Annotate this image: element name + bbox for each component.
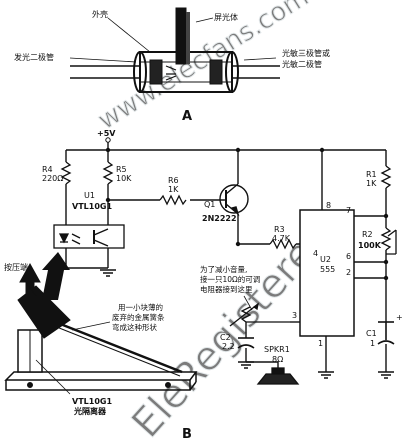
r1-zigzag [380,165,392,189]
u2-pin-8: 8 [326,201,331,210]
housing-right-end [225,51,239,93]
u2-pin-1: 1 [318,339,323,348]
u2-ref: U2 [320,255,331,264]
press-arrow [19,262,41,295]
r3-value: 4.7K [272,234,291,243]
base-board [4,371,198,381]
c1-polarity: + [396,313,403,322]
r6-value: 1K [168,185,179,194]
r6-zigzag [159,194,187,206]
note-volume: 为了减小音量, 接一只10Ω的可调 电阻器接到这里 [200,264,263,294]
r6-ref: R6 [168,176,179,185]
junction-dots [105,147,389,281]
shield-vane [175,7,187,65]
c2-value: 2.2 [222,342,235,351]
component-labels: R4 220Ω R5 10K R6 1K Q1 2N2222 U1 VTL10G… [42,165,382,364]
r5-zigzag [102,161,114,185]
led-element [149,59,163,85]
u2-pin-3: 3 [292,311,297,320]
note-spring: 用一小块薄的 废弃的金属簧条 弯成这种形状 [112,302,167,332]
c2-ref: C2 [220,333,231,342]
r2-zigzag [380,227,392,251]
c1-value: 1 [370,339,375,348]
housing-left-end [133,51,147,93]
supply-label: +5V [97,129,116,138]
part-a-optocoupler-sketch [69,7,280,93]
r1-ref: R1 [366,170,377,179]
figure-letter-a: A [182,109,192,124]
q1-transistor [219,183,249,217]
label-isolator: VTL10G1 光隔离器 [72,397,115,416]
r5-value: 10K [116,174,132,183]
r3-ref: R3 [274,225,285,234]
q1-value: 2N2222 [202,214,237,223]
c2-capacitor [237,337,255,349]
u1-optocoupler-symbol [53,224,125,249]
r4-value: 220Ω [42,174,63,183]
u1-value: VTL10G1 [72,202,112,211]
r4-zigzag [60,161,72,185]
r5-ref: R5 [116,165,127,174]
u2-pin-6: 6 [346,252,351,261]
label-shield: 屏光体 [214,12,238,22]
label-outer-shell: 外壳 [92,9,108,19]
c1-ref: C1 [366,329,377,338]
r2-wiper-arrow [386,229,397,255]
label-press-end: 按压端 [4,262,28,272]
r1-value: 1K [366,179,377,188]
r4-ref: R4 [42,165,53,174]
u2-timer-body [299,209,355,337]
u2-pin-4: 4 [313,249,318,258]
u2-pin-numbers: 8 7 6 2 4 3 1 [292,201,351,348]
u1-ref: U1 [84,191,95,200]
r3-zigzag [269,238,297,250]
pointer-arrow [42,252,70,300]
resistors [60,161,397,255]
light-rays [165,65,177,81]
q1-ref: Q1 [204,200,215,209]
supply-terminal [105,137,111,143]
u2-pin-7: 7 [346,206,351,215]
spkr1-speaker [256,367,300,385]
figure-letter-b: B [182,427,192,442]
spkr1-value: 8Ω [272,355,283,364]
c1-capacitor [377,321,395,345]
spkr1-ref: SPKR1 [264,345,290,354]
volume-trimmer [229,302,290,327]
r2-value: 100K [358,241,382,250]
photo-element [209,59,223,85]
label-photo-device: 光敏三极管或光敏二极管 [282,48,330,69]
u2-pin-2: 2 [346,268,351,277]
u2-value: 555 [320,265,335,274]
label-led: 发光二极管 [14,52,54,62]
r2-ref: R2 [362,230,373,239]
mechanical-sketch [4,262,198,395]
